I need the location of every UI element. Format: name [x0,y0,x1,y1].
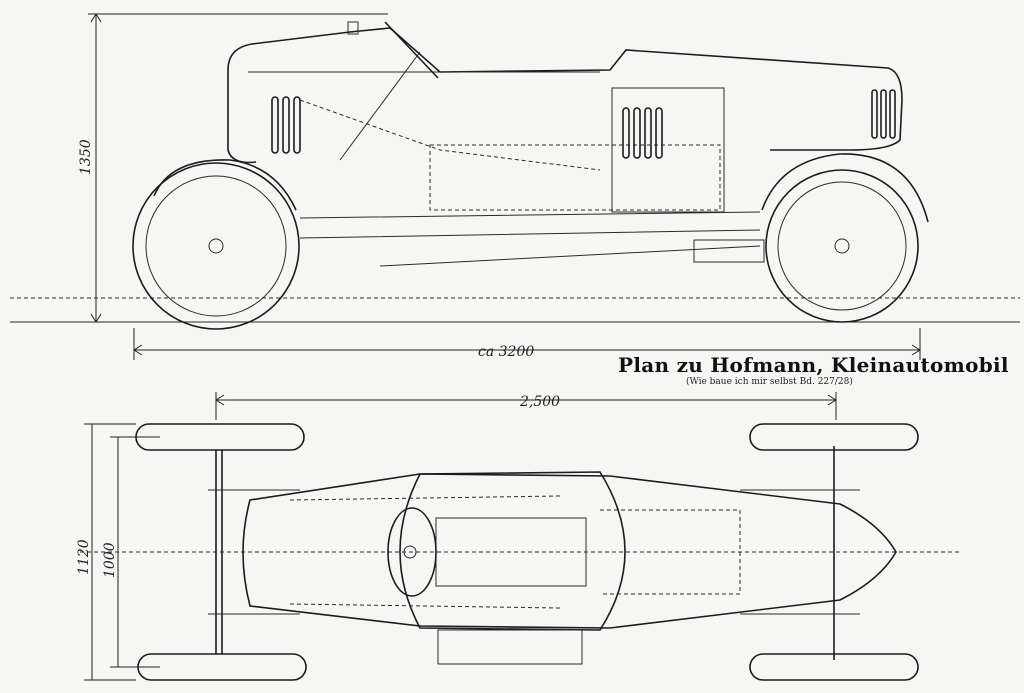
side-elevation-view: 1350 ca 3200 [10,13,1020,360]
front-axle [208,450,300,654]
plan-subtitle: (Wie baue ich mir selbst Bd. 227/28) [686,377,853,387]
length-dimension: ca 3200 [133,328,921,360]
plan-steering-wheel [387,507,437,597]
plan-view: 2,500 1120 1000 [76,392,960,681]
length-label: ca 3200 [478,344,534,360]
plan-frame-hidden [289,495,741,609]
tire-front-left [135,423,305,451]
rear-louvres [871,89,896,139]
front-louvres [271,96,301,154]
radiator-front [227,70,257,164]
steering-hub [403,545,417,559]
tire-front-right [137,653,307,681]
wheelbase-dimension: 2,500 [215,392,837,420]
rear-wheel [761,153,929,323]
filler-cap [347,21,359,35]
tire-rear-right [749,653,919,681]
control-linkage [299,99,601,171]
height-label: 1350 [78,139,94,175]
rear-spring [693,239,765,263]
engine-hatch [611,87,725,213]
steering-wheel [384,21,439,79]
track-dimension: 1120 1000 [76,423,160,681]
track-outer-label: 1120 [76,539,92,575]
seat-outline [429,144,721,211]
height-dimension: 1350 [78,13,388,323]
plan-body-outline [242,473,897,629]
track-inner-label: 1000 [102,542,118,578]
plan-title: Plan zu Hofmann, Kleinautomobil [618,353,1009,377]
running-board [437,629,583,665]
steering-column [339,51,421,161]
tire-rear-left [749,423,919,451]
rear-fender [761,153,929,223]
chassis-frame [299,211,761,267]
cockpit-outline [399,471,626,631]
front-fender [153,159,297,211]
body-outline [227,27,903,151]
rear-axle [740,446,860,660]
front-wheel [132,159,300,330]
wheelbase-label: 2,500 [519,394,560,410]
